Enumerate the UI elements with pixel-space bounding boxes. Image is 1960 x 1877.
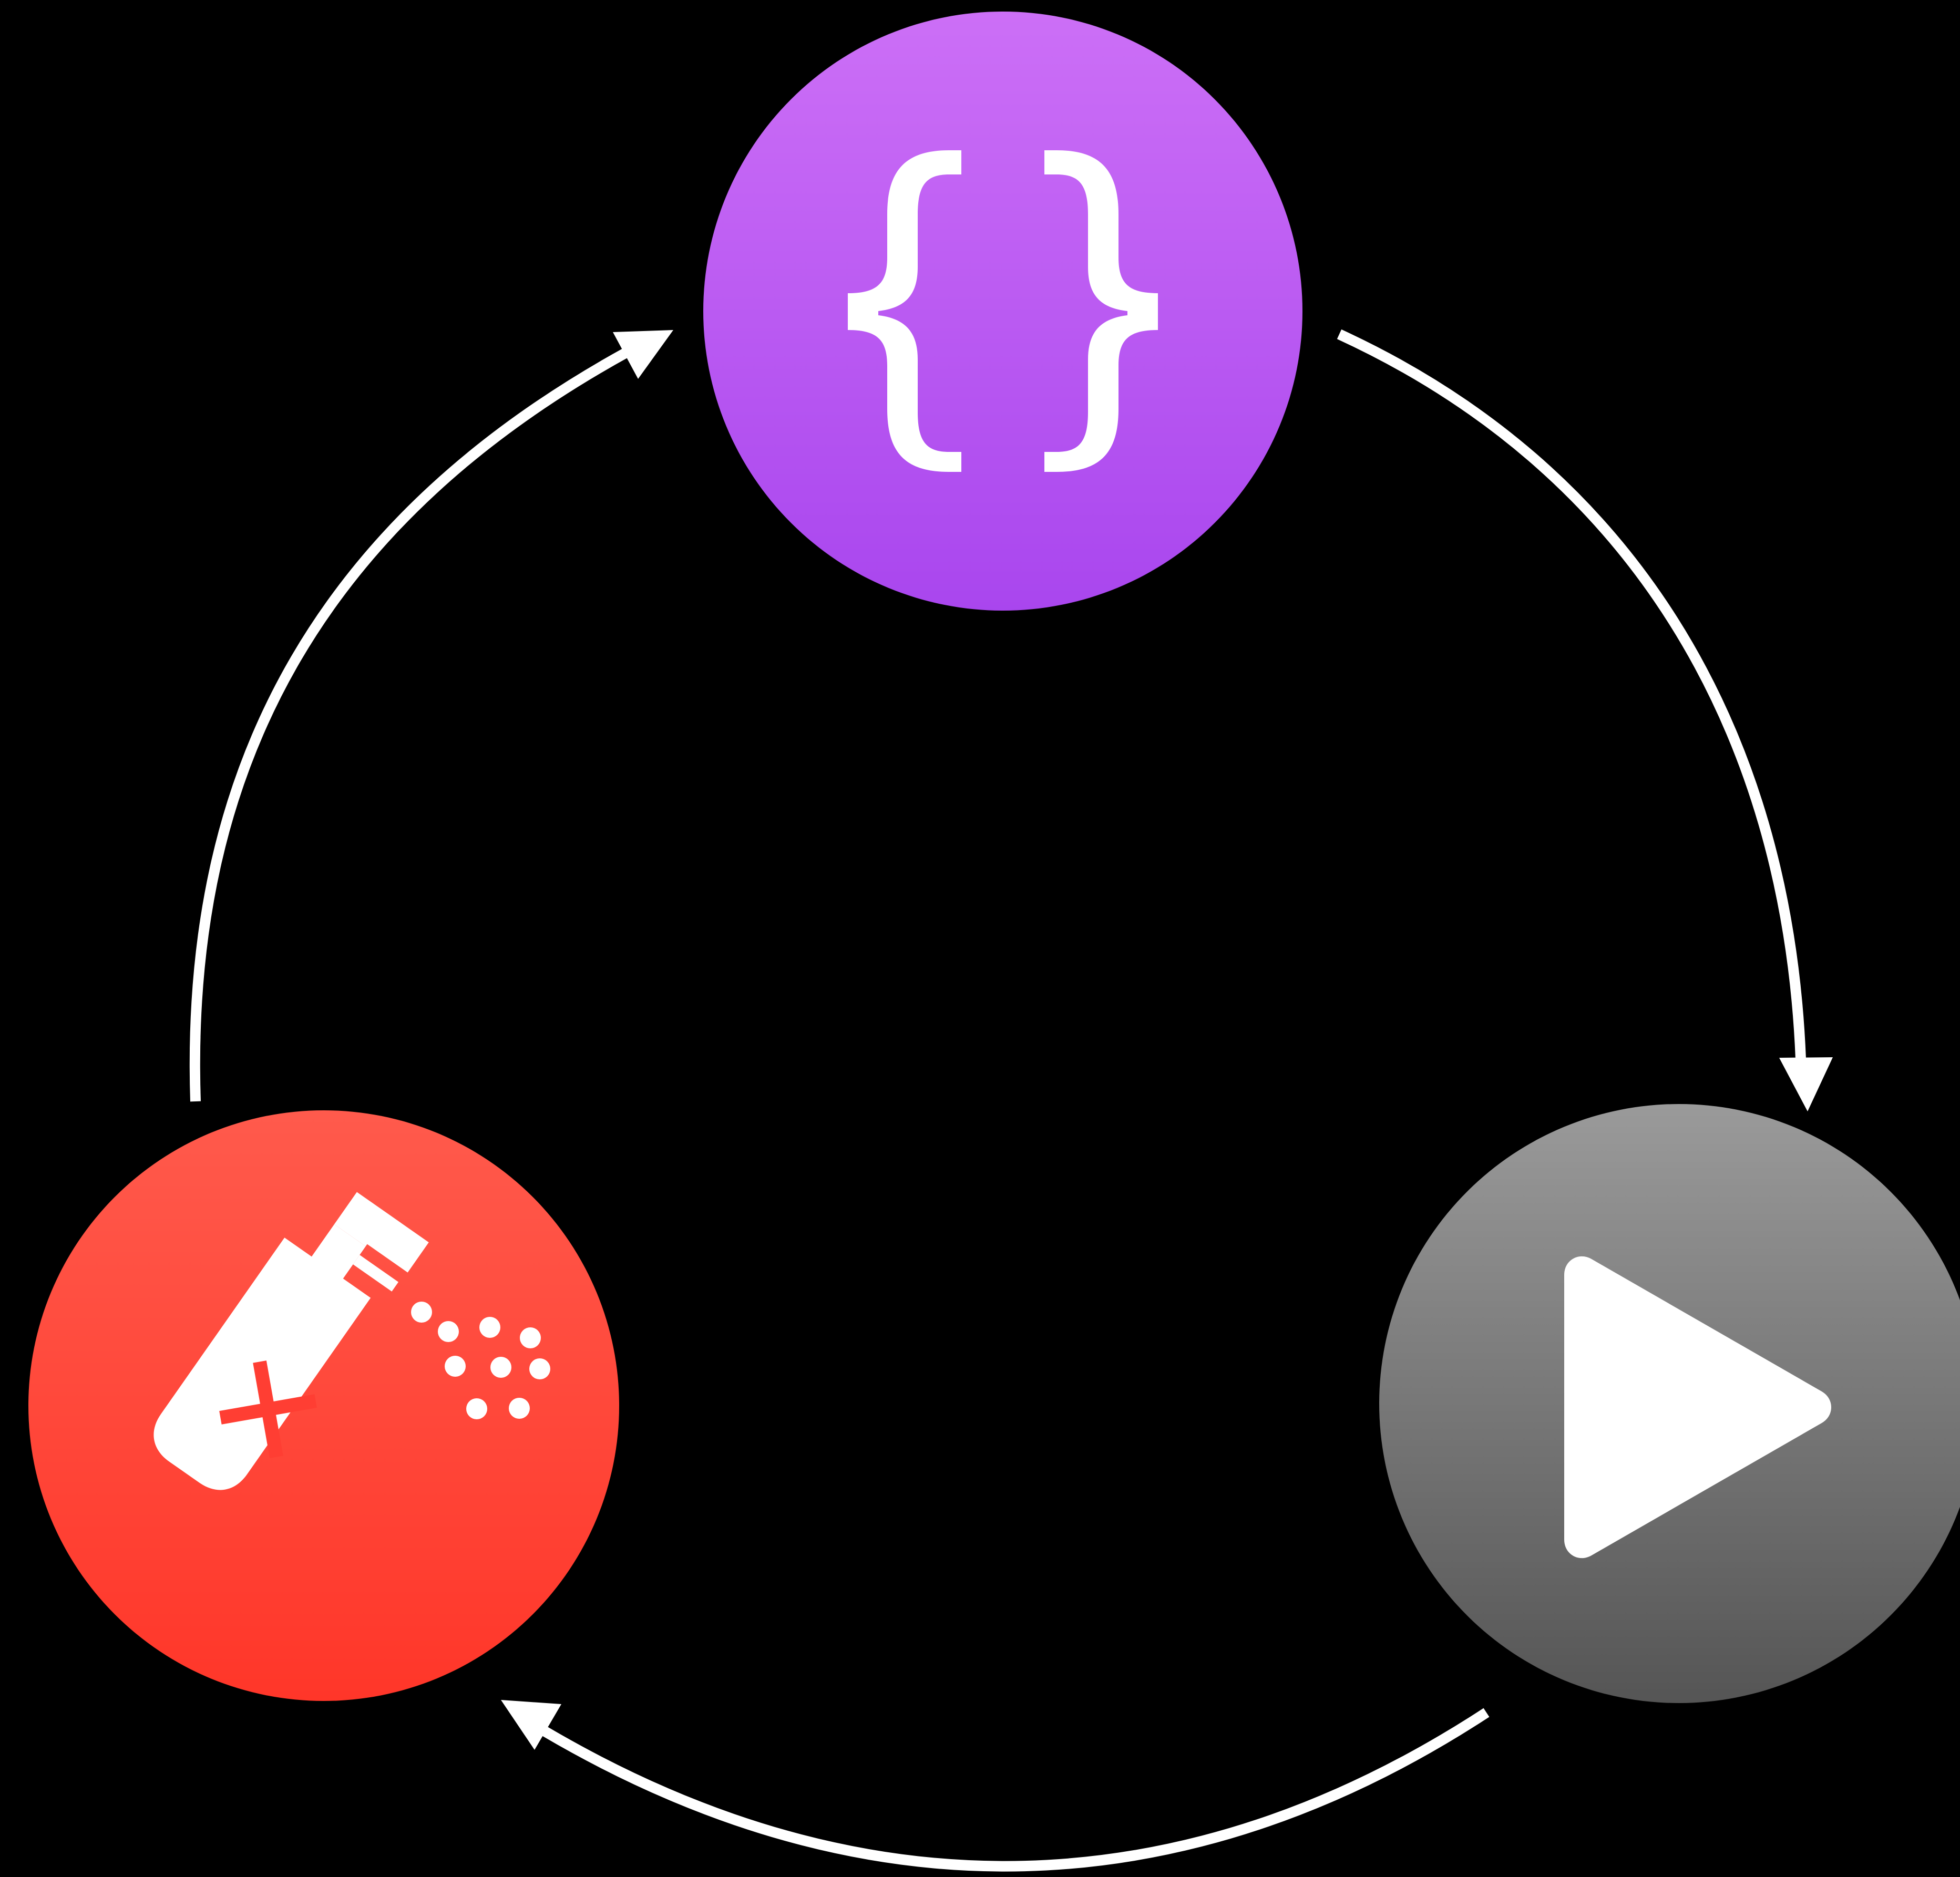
node-sanitize [28,1110,619,1701]
arrow-run-to-sanitize [501,1700,1490,1872]
node-code [703,12,1302,611]
arrow-code-to-run [1337,329,1833,1111]
arrow-sanitize-to-code [189,330,673,1102]
curly-braces-icon [848,150,1158,472]
play-icon [1564,1256,1831,1559]
sanitizer-spray-icon [153,1192,550,1490]
node-run [1379,1104,1960,1703]
